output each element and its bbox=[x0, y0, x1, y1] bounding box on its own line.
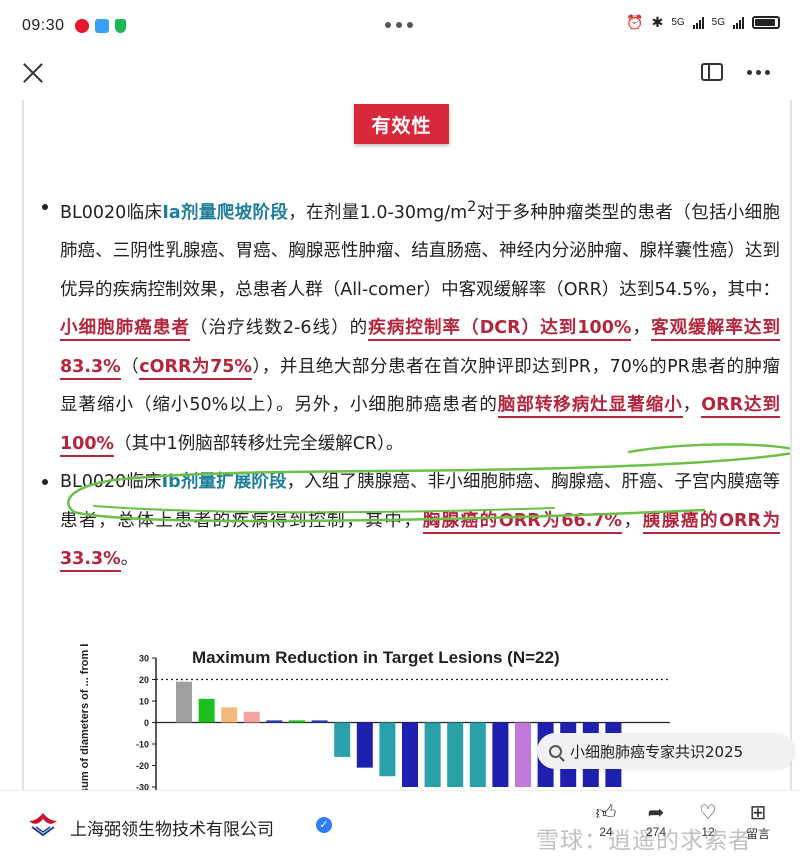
chart-bar bbox=[402, 722, 418, 787]
y-tick-label: 10 bbox=[139, 697, 149, 707]
chart-bar bbox=[289, 720, 305, 723]
weibo-icon bbox=[74, 19, 89, 33]
section-badge: 有效性 bbox=[354, 104, 449, 144]
more-dots-icon[interactable] bbox=[747, 70, 770, 75]
chart-bar bbox=[198, 698, 215, 723]
like-count: 24 bbox=[599, 825, 613, 839]
company-name[interactable]: 上海弼领生物技术有限公司 bbox=[70, 820, 274, 840]
chart-title: Maximum Reduction in Target Lesions (N=2… bbox=[192, 648, 560, 667]
reader-mode-icon[interactable] bbox=[701, 63, 723, 81]
battery-icon bbox=[752, 16, 780, 29]
search-icon bbox=[549, 744, 562, 758]
highlight-dcr: 疾病控制率（DCR）达到100% bbox=[368, 318, 632, 342]
bullet-ia-phase: BL0020临床Ia剂量爬坡阶段，在剂量1.0-30mg/m2对于多种肿瘤类型的… bbox=[40, 188, 781, 463]
y-axis-label: sum of diameters of ... from baseline bbox=[79, 644, 91, 790]
comment-plus-icon: ⊞ bbox=[749, 802, 767, 824]
bullet-list: BL0020临床Ia剂量爬坡阶段，在剂量1.0-30mg/m2对于多种肿瘤类型的… bbox=[40, 188, 781, 579]
y-tick-label: -30 bbox=[136, 783, 149, 791]
thumb-up-icon: 👍︎ bbox=[595, 802, 617, 824]
network-label-2: 5G bbox=[711, 17, 725, 28]
y-tick-label: 30 bbox=[139, 654, 149, 664]
bullet-ib-phase: BL0020临床Ib剂量扩展阶段，入组了胰腺癌、非小细胞肺癌、胸腺癌、肝癌、子宫… bbox=[40, 463, 781, 579]
y-tick-label: 0 bbox=[144, 718, 149, 728]
chart-bar bbox=[379, 722, 396, 777]
status-right-icons: ⏰ ✱ 5G 5G bbox=[626, 14, 780, 31]
article-image: 有效性 BL0020临床Ia剂量爬坡阶段，在剂量1.0-30mg/m2对于多种肿… bbox=[22, 100, 792, 790]
alarm-icon: ⏰ bbox=[626, 14, 644, 30]
heart-icon: ♡ bbox=[699, 802, 717, 824]
status-time: 09:30 bbox=[22, 17, 65, 34]
nav-bar bbox=[0, 52, 800, 100]
chart-bar bbox=[469, 722, 486, 787]
share-icon: ➦ bbox=[647, 802, 665, 824]
chart-bar bbox=[311, 720, 328, 723]
chart-bar bbox=[447, 722, 464, 787]
chart-bar bbox=[266, 720, 283, 723]
status-bar: 09:30 ⏰ ✱ 5G 5G bbox=[0, 0, 800, 52]
topic-tag[interactable]: 小细胞肺癌专家共识2025 bbox=[537, 733, 795, 769]
favorite-button[interactable]: ♡ 12 bbox=[688, 801, 728, 839]
chart-bar bbox=[221, 707, 238, 723]
chart-bar bbox=[515, 722, 531, 787]
bluetooth-icon: ✱ bbox=[651, 14, 664, 30]
y-tick-label: -10 bbox=[136, 740, 149, 750]
company-logo[interactable] bbox=[26, 811, 60, 837]
highlight-sclc: 小细胞肺癌患者 bbox=[60, 318, 191, 342]
share-button[interactable]: ➦ 274 bbox=[636, 801, 676, 839]
y-tick-label: -20 bbox=[136, 761, 149, 771]
highlight-orr: 客观缓解率达到83.3% bbox=[60, 318, 781, 380]
y-tick-label: 20 bbox=[139, 675, 149, 685]
chart-bar bbox=[176, 681, 192, 723]
share-count: 274 bbox=[645, 825, 667, 839]
chart-bar bbox=[492, 722, 509, 787]
comment-button[interactable]: ⊞ 留言 bbox=[738, 801, 778, 842]
chart-bar bbox=[424, 722, 441, 787]
highlight-thymic-orr: 胸腺癌的ORR为66.7% bbox=[422, 510, 623, 534]
watermark: 雪球：逍遥的求索者 bbox=[536, 828, 752, 854]
chart-bar bbox=[356, 722, 373, 768]
signal-icon-2 bbox=[733, 16, 744, 29]
comment-label: 留言 bbox=[745, 827, 770, 841]
highlight-brain-mets: 脑部转移病灶显著缩小 bbox=[497, 395, 683, 419]
topic-tag-label: 小细胞肺癌专家共识2025 bbox=[570, 742, 744, 761]
chart-bar bbox=[243, 711, 260, 723]
favorite-count: 12 bbox=[701, 825, 715, 839]
network-label: 5G bbox=[671, 17, 685, 28]
verified-icon: ✓ bbox=[316, 817, 332, 833]
bottom-bar: 上海弼领生物技术有限公司 ✓ 👍︎ 24 ➦ 274 ♡ 12 ⊞ 留言 雪球：… bbox=[0, 790, 800, 861]
close-icon[interactable] bbox=[20, 60, 46, 86]
signal-icon bbox=[692, 16, 704, 29]
status-dots bbox=[385, 22, 413, 28]
status-app-icons bbox=[74, 19, 126, 33]
highlight-corr: cORR为75% bbox=[139, 356, 252, 380]
app-notification-icon bbox=[94, 19, 109, 33]
chart-bar bbox=[334, 722, 351, 757]
shield-icon bbox=[114, 19, 126, 33]
like-button[interactable]: 👍︎ 24 bbox=[586, 801, 626, 839]
